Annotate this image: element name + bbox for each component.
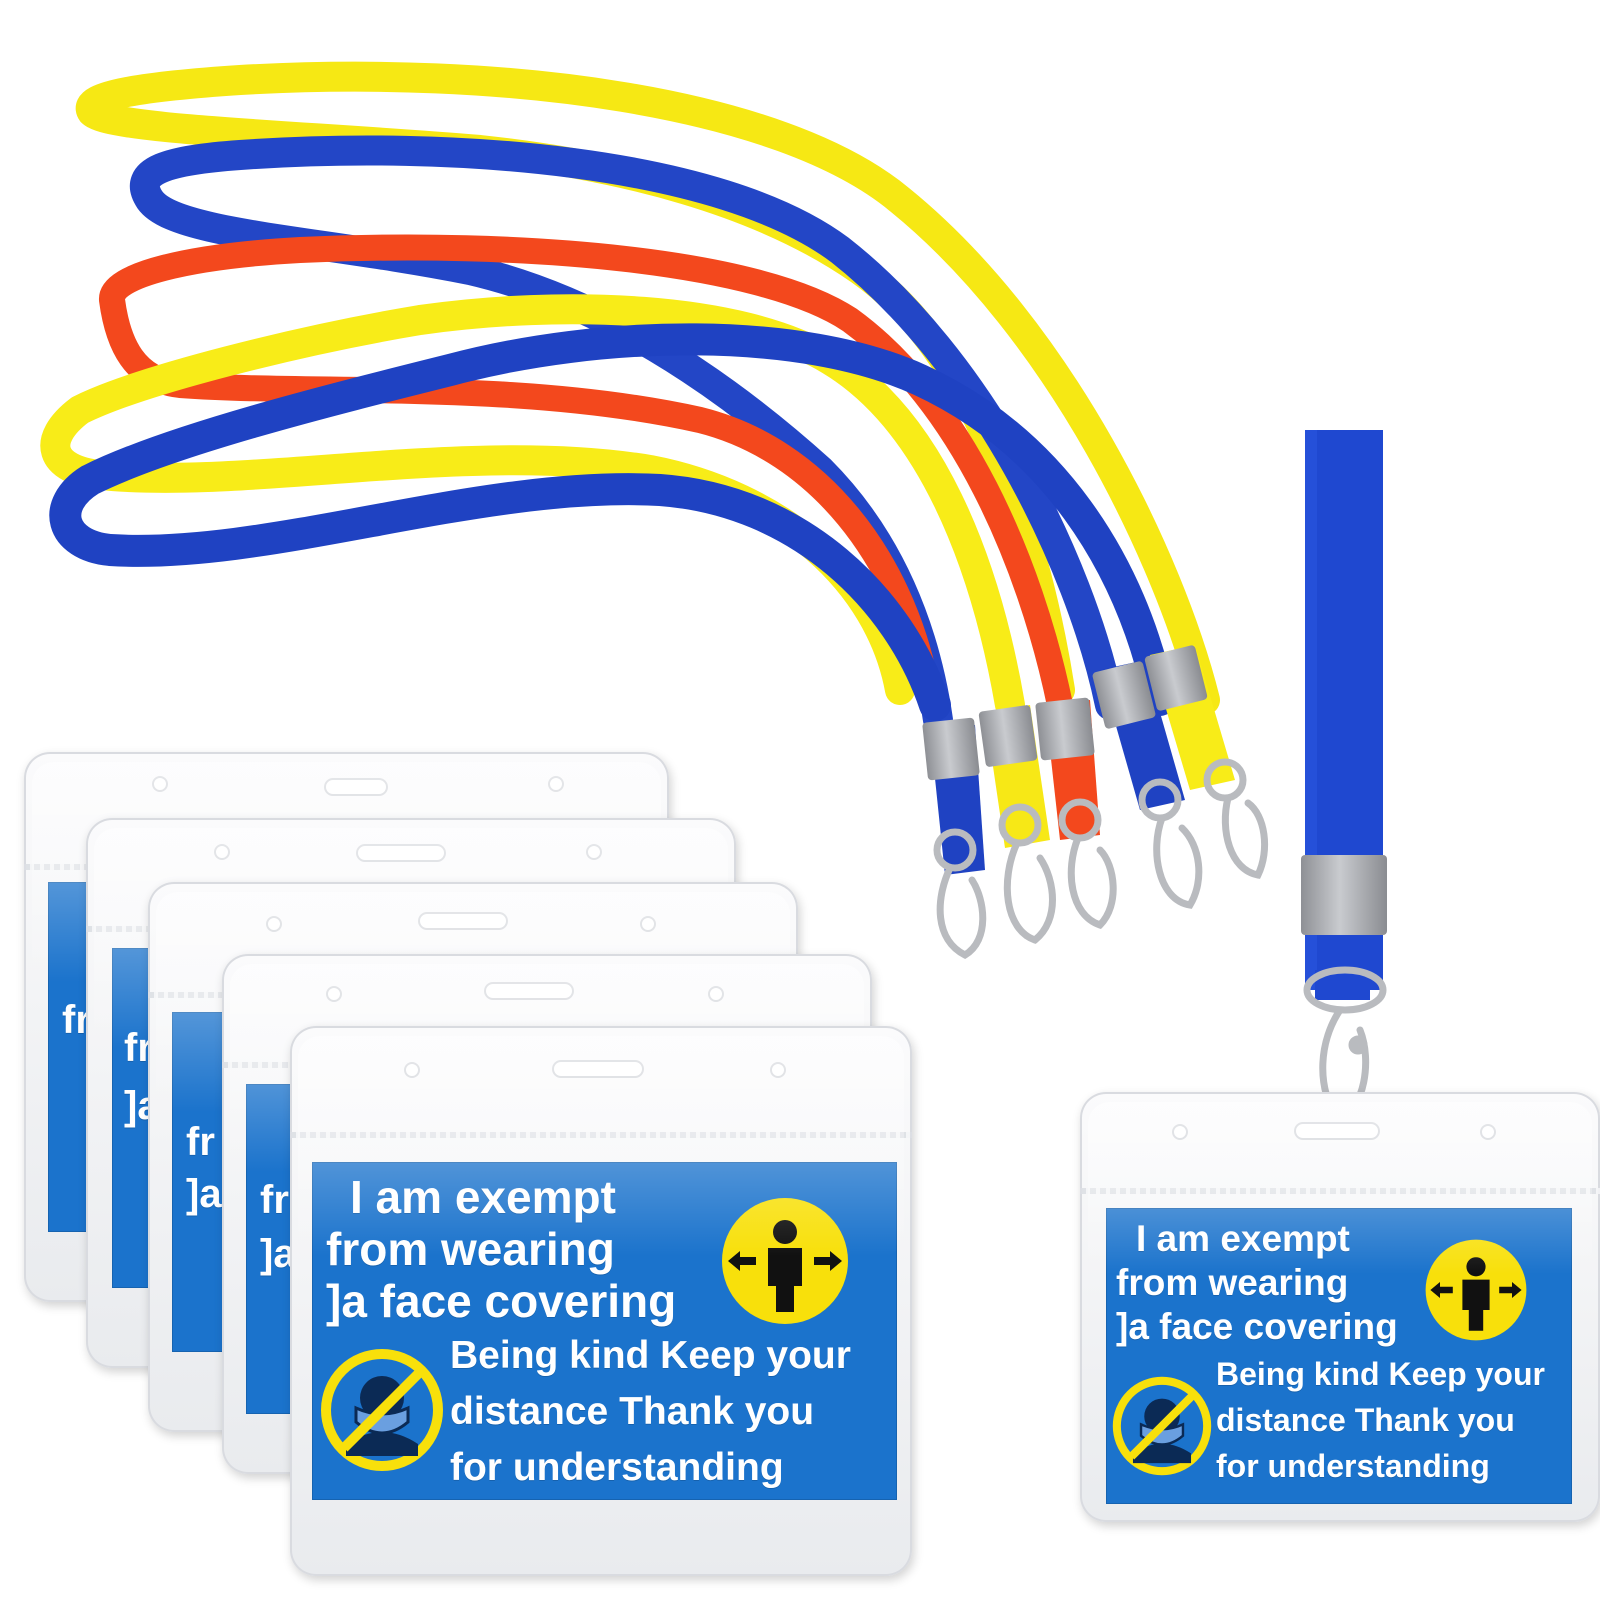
exemption-card-front: I am exempt from wearing ]a face coverin… — [312, 1162, 897, 1500]
blue-lanyard-strap — [129, 135, 1125, 735]
blue-lanyard-strap-2 — [49, 323, 1176, 721]
no-face-mask-icon — [321, 1349, 443, 1471]
no-face-mask-icon — [1112, 1376, 1212, 1476]
exemption-card-single: I am exempt from wearing ]a face coverin… — [1106, 1208, 1572, 1504]
card-text-fragment: fr — [186, 1120, 215, 1164]
lobster-clasps — [933, 758, 1269, 959]
badge-holder-single: I am exempt from wearing ]a face coverin… — [1080, 1092, 1600, 1522]
card-line-being-kind: Being kind Keep your — [450, 1334, 851, 1377]
social-distancing-icon — [1425, 1239, 1527, 1341]
card-line-distance: distance Thank you — [450, 1390, 815, 1433]
single-lanyard — [1301, 430, 1387, 1125]
card-line-understanding: for understanding — [450, 1446, 784, 1489]
card-line-exempt: I am exempt — [350, 1171, 616, 1223]
card-text-fragment: ]a — [260, 1232, 296, 1276]
card-text-fragment: ]a — [186, 1172, 222, 1216]
card-text-fragment: fr — [260, 1178, 289, 1222]
card-line-face-covering: ]a face covering — [326, 1275, 677, 1327]
red-lanyard-strap — [99, 234, 1073, 718]
card-line-exempt: I am exempt — [1136, 1218, 1350, 1259]
card-line-face-covering: ]a face covering — [1116, 1306, 1398, 1347]
card-line-wearing: from wearing — [1116, 1262, 1349, 1303]
card-line-distance: distance Thank you — [1216, 1402, 1515, 1438]
social-distancing-icon — [722, 1198, 848, 1324]
badge-holder-front: I am exempt from wearing ]a face coverin… — [290, 1026, 912, 1576]
card-line-understanding: for understanding — [1216, 1448, 1490, 1484]
lanyard-ends — [922, 645, 1235, 875]
card-line-being-kind: Being kind Keep your — [1216, 1356, 1545, 1392]
card-line-wearing: from wearing — [326, 1223, 615, 1275]
